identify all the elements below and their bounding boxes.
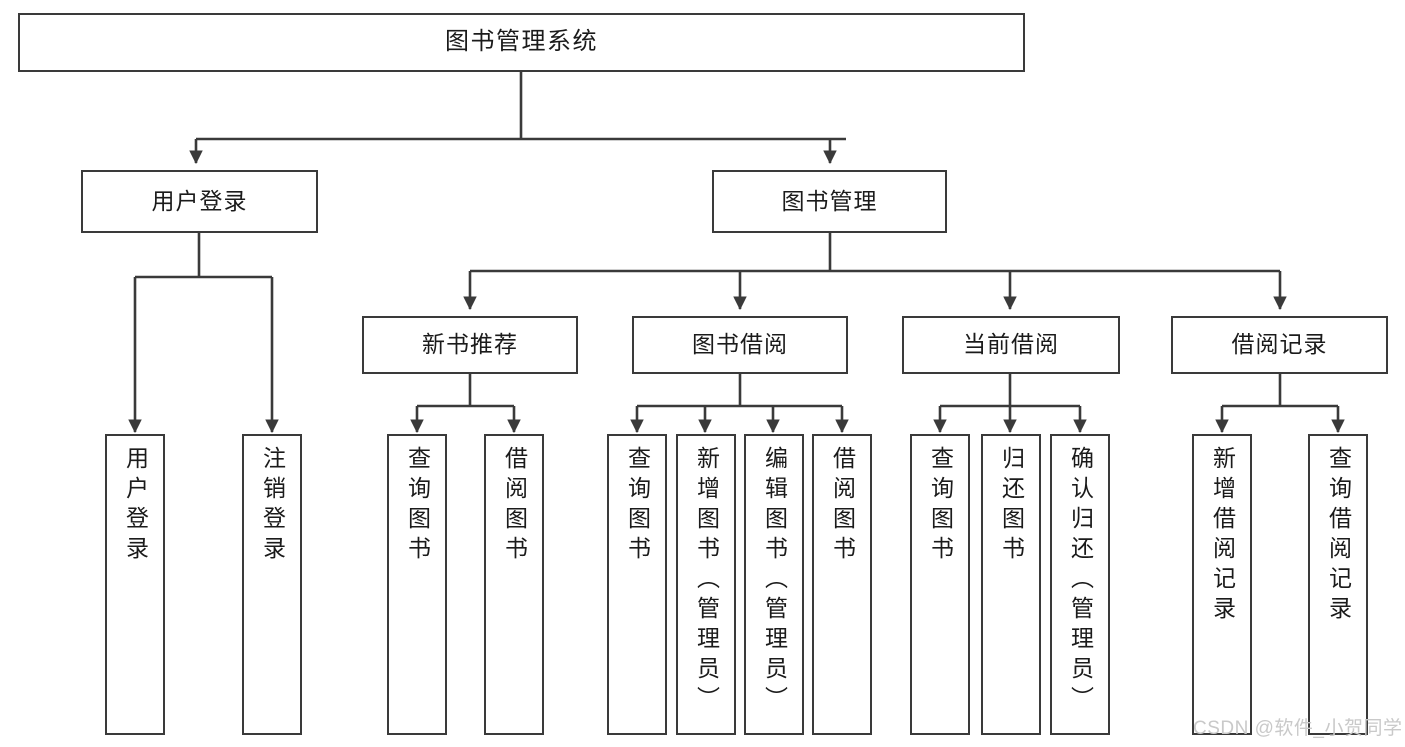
csdn-watermark: CSDN @软件_小贺同学 xyxy=(1193,718,1403,739)
node-current-borrow[interactable]: 当前借阅 xyxy=(902,316,1120,374)
node-label: 确认归还（管理员） xyxy=(1067,446,1094,716)
node-label: 借阅记录 xyxy=(1231,331,1328,358)
node-new-book-recommend[interactable]: 新书推荐 xyxy=(362,316,578,374)
node-label: 图书管理 xyxy=(781,187,878,214)
node-label: 查询图书 xyxy=(404,446,431,566)
leaf-logout-login[interactable]: 注销登录 xyxy=(242,434,302,735)
node-label: 查询图书 xyxy=(624,446,651,566)
node-label: 新增图书（管理员） xyxy=(693,446,720,716)
node-label: 图书管理系统 xyxy=(445,28,598,56)
node-label: 当前借阅 xyxy=(963,331,1059,358)
node-label: 图书借阅 xyxy=(692,331,788,358)
leaf-query-book-current[interactable]: 查询图书 xyxy=(910,434,970,735)
leaf-borrow-book-recommend[interactable]: 借阅图书 xyxy=(484,434,544,735)
leaf-edit-book-admin[interactable]: 编辑图书（管理员） xyxy=(744,434,804,735)
node-user-login[interactable]: 用户登录 xyxy=(81,170,318,233)
node-borrow-record[interactable]: 借阅记录 xyxy=(1171,316,1388,374)
leaf-user-login[interactable]: 用户登录 xyxy=(105,434,165,735)
leaf-return-book[interactable]: 归还图书 xyxy=(981,434,1041,735)
leaf-query-book-borrow[interactable]: 查询图书 xyxy=(607,434,667,735)
node-label: 借阅图书 xyxy=(829,446,856,566)
leaf-add-book-admin[interactable]: 新增图书（管理员） xyxy=(676,434,736,735)
node-label: 归还图书 xyxy=(998,446,1025,566)
node-label: 借阅图书 xyxy=(501,446,528,566)
leaf-query-borrow-record[interactable]: 查询借阅记录 xyxy=(1308,434,1368,735)
node-label: 查询图书 xyxy=(927,446,954,566)
node-label: 用户登录 xyxy=(151,187,248,214)
node-book-borrow[interactable]: 图书借阅 xyxy=(632,316,848,374)
leaf-query-book-recommend[interactable]: 查询图书 xyxy=(387,434,447,735)
node-label: 编辑图书（管理员） xyxy=(761,446,788,716)
node-label: 查询借阅记录 xyxy=(1325,446,1352,626)
node-label: 新书推荐 xyxy=(422,331,518,358)
leaf-confirm-return-admin[interactable]: 确认归还（管理员） xyxy=(1050,434,1110,735)
leaf-add-borrow-record[interactable]: 新增借阅记录 xyxy=(1192,434,1252,735)
node-label: 注销登录 xyxy=(259,446,286,566)
node-label: 新增借阅记录 xyxy=(1209,446,1236,626)
node-label: 用户登录 xyxy=(122,446,149,566)
node-root-system[interactable]: 图书管理系统 xyxy=(18,13,1025,72)
node-book-management[interactable]: 图书管理 xyxy=(712,170,947,233)
leaf-borrow-book-borrow[interactable]: 借阅图书 xyxy=(812,434,872,735)
